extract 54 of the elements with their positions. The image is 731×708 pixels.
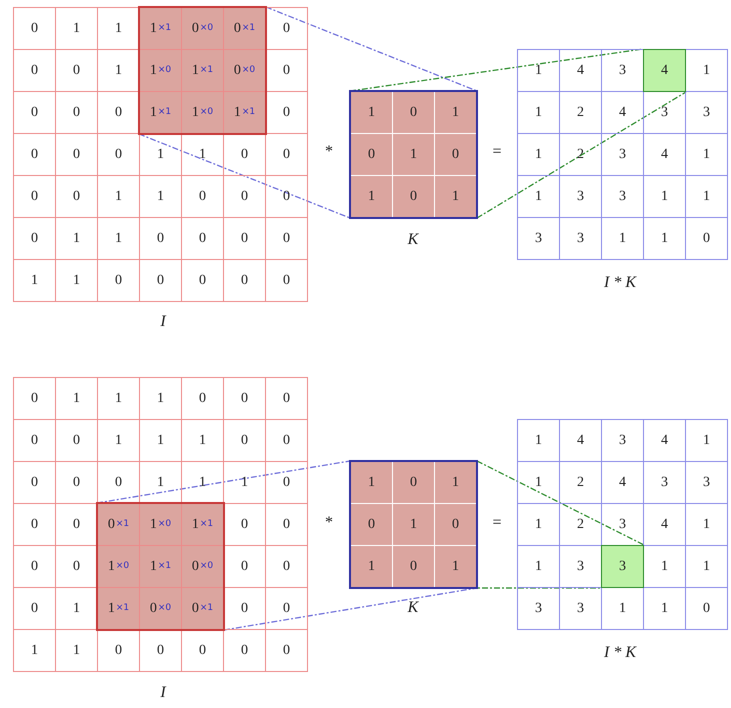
matrix-entry: 3: [517, 217, 560, 260]
matrix-entry: 1: [350, 91, 393, 134]
matrix-label: K: [408, 599, 418, 617]
matrix-entry: 0: [265, 377, 308, 420]
matrix-entry: 0: [392, 461, 435, 504]
projection-line: [476, 91, 686, 219]
matrix-entry: 3: [517, 587, 560, 630]
matrix-entry: 1: [392, 133, 435, 176]
kernel-outline: [349, 460, 478, 589]
projection-line: [266, 6, 478, 92]
matrix-entry: 1: [392, 503, 435, 546]
equals-sign: =: [492, 514, 502, 532]
matrix-entry: 1: [517, 419, 560, 462]
equals-sign: =: [492, 143, 502, 161]
projection-line: [476, 460, 644, 546]
matrix-entry: 1: [350, 175, 393, 218]
convolution-operator: *: [325, 143, 333, 161]
matrix-entry: 0: [350, 133, 393, 176]
matrix-entry: 0: [13, 377, 56, 420]
matrix-entry: 1: [434, 545, 477, 588]
matrix-entry: 0: [13, 7, 56, 50]
convolution-operator: *: [325, 514, 333, 532]
matrix-label: K: [408, 231, 418, 249]
matrix-entry: 1: [13, 629, 56, 672]
matrix-label: I: [160, 684, 166, 702]
matrix-entry: 0: [434, 133, 477, 176]
matrix-entry: 1: [685, 49, 728, 92]
matrix-entry: 0: [392, 91, 435, 134]
highlighted-entry: 3: [601, 545, 644, 588]
matrix-label: I: [160, 313, 166, 331]
matrix-entry: 1: [13, 259, 56, 302]
matrix-entry: 0: [392, 545, 435, 588]
matrix-entry: 0: [265, 629, 308, 672]
projection-line: [138, 133, 350, 219]
matrix-label: I * K: [604, 274, 636, 292]
matrix-entry: 1: [350, 461, 393, 504]
matrix-entry: 0: [350, 503, 393, 546]
matrix-entry: 1: [434, 175, 477, 218]
matrix-entry: 1: [517, 49, 560, 92]
highlight-outline: [138, 6, 267, 135]
matrix-entry: 1: [685, 419, 728, 462]
matrix-entry: 0: [685, 217, 728, 260]
matrix-entry: 0: [265, 259, 308, 302]
matrix-entry: 1: [434, 461, 477, 504]
matrix-entry: 0: [434, 503, 477, 546]
matrix-entry: 0: [392, 175, 435, 218]
kernel-outline: [349, 90, 478, 219]
matrix-label: I * K: [604, 644, 636, 662]
highlighted-entry: 4: [643, 49, 686, 92]
highlight-outline: [96, 502, 225, 631]
matrix-entry: 0: [685, 587, 728, 630]
matrix-entry: 1: [434, 91, 477, 134]
matrix-entry: 1: [350, 545, 393, 588]
matrix-entry: 0: [265, 7, 308, 50]
